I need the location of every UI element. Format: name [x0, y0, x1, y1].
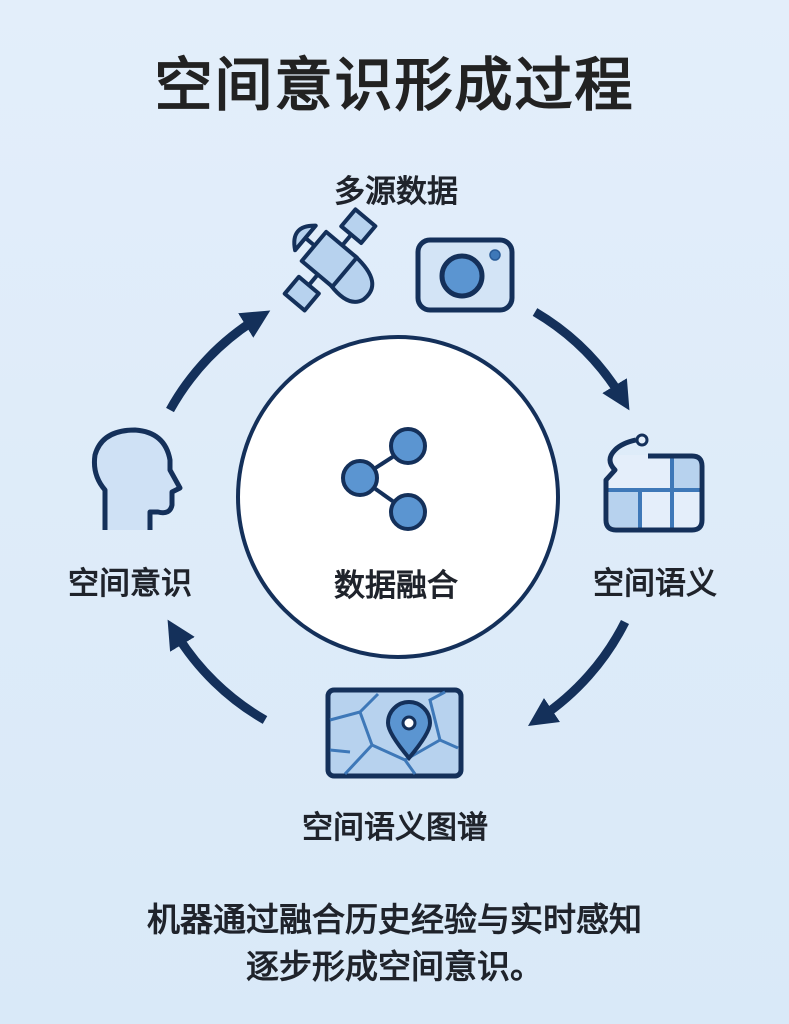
- node-label-semantic-graph: 空间语义图谱: [302, 810, 488, 846]
- page-title: 空间意识形成过程: [154, 51, 635, 119]
- node-label-spatial-semantics: 空间语义: [593, 566, 717, 602]
- map-pin-icon: [325, 687, 464, 779]
- grid-map-icon: [603, 433, 705, 533]
- caption-line-2: 逐步形成空间意识。: [246, 947, 543, 986]
- satellite-icon: [282, 207, 378, 313]
- node-label-data-sources: 多源数据: [334, 174, 458, 210]
- arrow-to-semantic-graph: [528, 619, 630, 726]
- arrow-to-awareness: [167, 619, 268, 724]
- camera-icon: [415, 237, 515, 313]
- arrow-to-data-sources: [166, 310, 271, 413]
- arrow-to-semantics: [532, 308, 630, 411]
- node-label-spatial-awareness: 空间意识: [68, 566, 192, 602]
- caption-line-1: 机器通过融合历史经验与实时感知: [147, 900, 642, 939]
- share-icon: [341, 427, 427, 531]
- head-icon: [92, 427, 183, 530]
- center-label-data-fusion: 数据融合: [334, 568, 458, 604]
